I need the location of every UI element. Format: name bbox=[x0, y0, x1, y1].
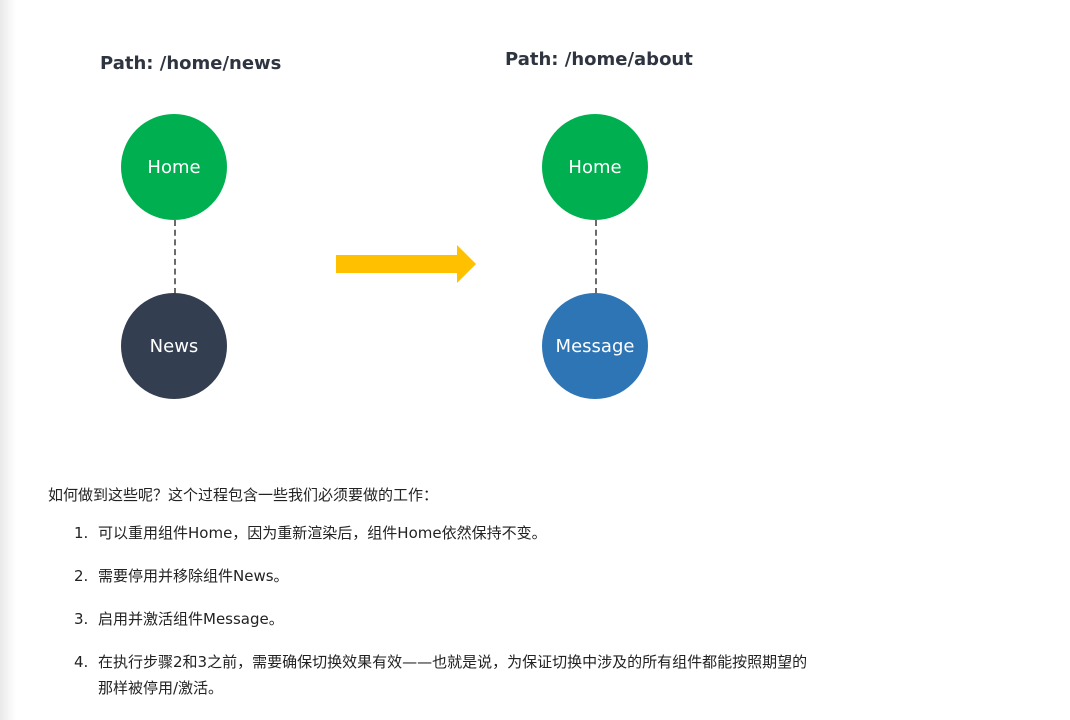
step-number: 1. bbox=[74, 524, 89, 542]
step-text: 在执行步骤2和3之前，需要确保切换效果有效——也就是说，为保证切换中涉及的所有组… bbox=[98, 653, 808, 697]
step-text: 可以重用组件Home，因为重新渲染后，组件Home依然保持不变。 bbox=[98, 524, 547, 542]
left-home-node-label: Home bbox=[147, 156, 201, 178]
step-number: 2. bbox=[74, 567, 89, 585]
left-news-node: News bbox=[121, 293, 227, 399]
arrow-shape bbox=[336, 245, 476, 283]
right-message-node-label: Message bbox=[555, 335, 635, 357]
step-number: 4. bbox=[74, 653, 89, 671]
step-text: 启用并激活组件Message。 bbox=[98, 610, 284, 628]
list-item: 4. 在执行步骤2和3之前，需要确保切换效果有效——也就是说，为保证切换中涉及的… bbox=[74, 649, 818, 701]
list-item: 1. 可以重用组件Home，因为重新渲染后，组件Home依然保持不变。 bbox=[74, 520, 818, 546]
steps-list: 1. 可以重用组件Home，因为重新渲染后，组件Home依然保持不变。 2. 需… bbox=[74, 520, 818, 718]
right-message-node: Message bbox=[542, 293, 648, 399]
right-path-title: Path: /home/about bbox=[505, 49, 693, 70]
right-home-node-label: Home bbox=[568, 156, 622, 178]
right-dashed-connector bbox=[595, 220, 597, 294]
right-home-node: Home bbox=[542, 114, 648, 220]
step-number: 3. bbox=[74, 610, 89, 628]
list-item: 2. 需要停用并移除组件News。 bbox=[74, 563, 818, 589]
left-news-node-label: News bbox=[149, 335, 199, 357]
right-arrow-icon bbox=[336, 245, 476, 283]
page-left-edge bbox=[0, 0, 16, 720]
list-item: 3. 启用并激活组件Message。 bbox=[74, 606, 818, 632]
left-dashed-connector bbox=[174, 220, 176, 294]
left-home-node: Home bbox=[121, 114, 227, 220]
intro-paragraph: 如何做到这些呢？这个过程包含一些我们必须要做的工作： bbox=[48, 486, 439, 504]
left-path-title: Path: /home/news bbox=[100, 53, 282, 74]
step-text: 需要停用并移除组件News。 bbox=[98, 567, 289, 585]
